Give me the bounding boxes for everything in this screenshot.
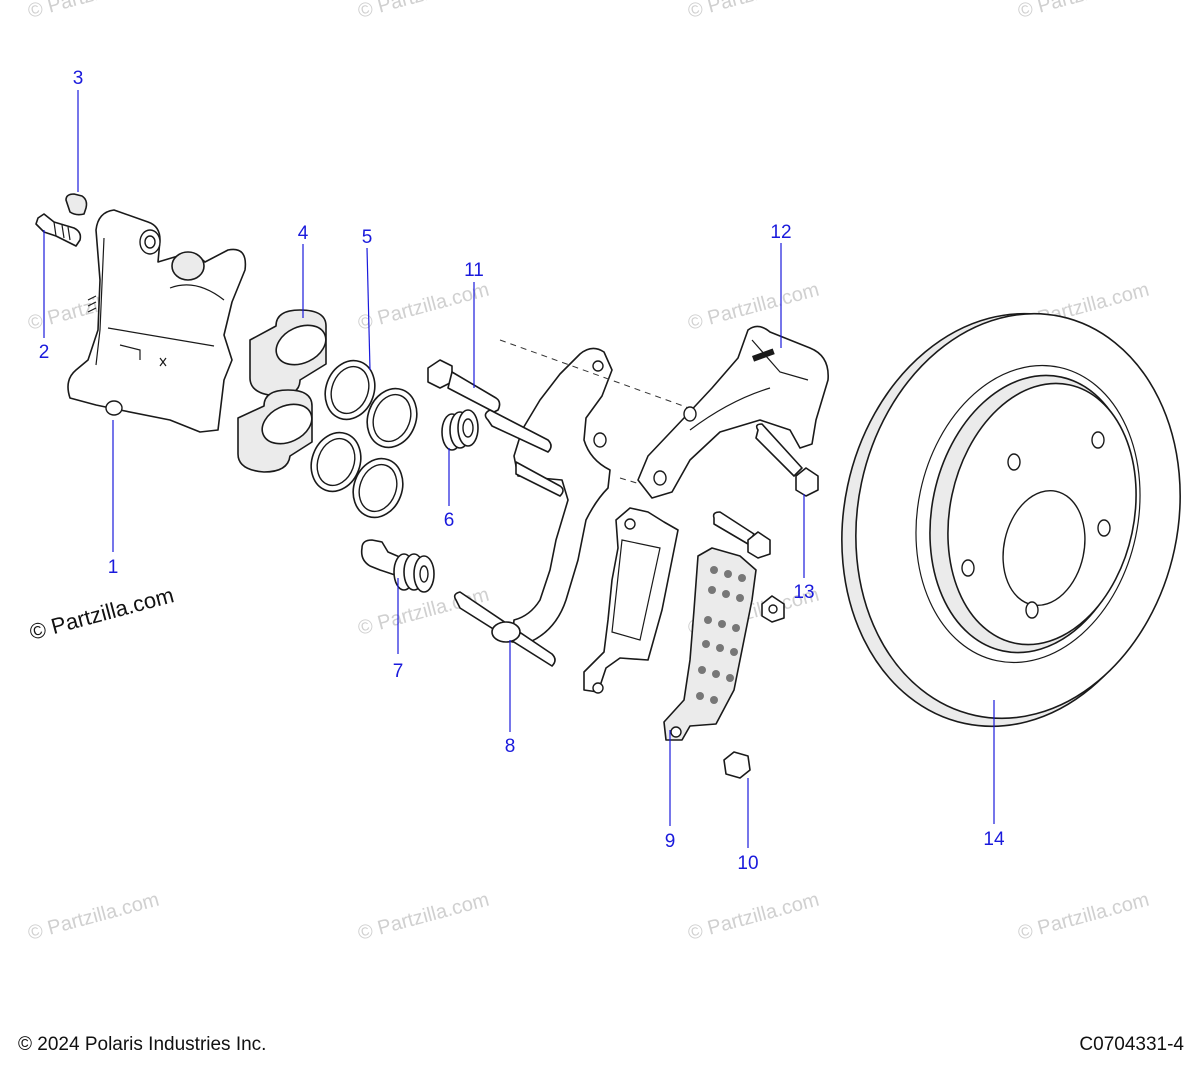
callout-7[interactable]: 7 xyxy=(393,661,404,682)
watermark-tile: © Partzilla.com xyxy=(686,0,822,23)
watermark-tile: © Partzilla.com xyxy=(356,889,492,945)
brake-rotor-drawing xyxy=(841,312,1181,728)
callout-4[interactable]: 4 xyxy=(298,223,309,244)
callout-13[interactable]: 13 xyxy=(793,582,814,603)
alignment-line xyxy=(499,339,701,413)
mounting-bolt-drawing xyxy=(427,359,501,413)
callout-2[interactable]: 2 xyxy=(39,342,50,363)
callout-14[interactable]: 14 xyxy=(983,829,1005,850)
pistons-drawing xyxy=(237,309,327,473)
watermark-tile: © Partzilla.com xyxy=(1016,889,1152,945)
piston-seals-drawing xyxy=(310,359,418,519)
callout-10[interactable]: 10 xyxy=(737,853,758,874)
bleeder-cap-drawing xyxy=(65,193,88,216)
mount-bracket-drawing xyxy=(637,325,829,499)
watermark-main: © Partzilla.com xyxy=(27,582,177,645)
watermark-tile: © Partzilla.com xyxy=(1016,0,1152,23)
caliper-body-drawing xyxy=(67,209,247,433)
guide-pin-boot-drawing xyxy=(360,539,435,593)
copyright-notice: © 2024 Polaris Industries Inc. xyxy=(18,1034,267,1055)
flange-nut-drawing xyxy=(723,751,751,779)
callout-9[interactable]: 9 xyxy=(665,831,676,852)
watermark-tile: © Partzilla.com xyxy=(686,889,822,945)
callouts: 1 2 3 4 5 6 7 8 9 10 11 12 13 14 xyxy=(39,68,1005,874)
callout-3[interactable]: 3 xyxy=(73,68,84,89)
callout-11[interactable]: 11 xyxy=(464,260,484,281)
watermark-tile: © Partzilla.com xyxy=(356,279,492,335)
leader-lines xyxy=(43,90,995,848)
callout-5[interactable]: 5 xyxy=(362,227,373,248)
watermark-tile: © Partzilla.com xyxy=(26,889,162,945)
brake-pads-drawing xyxy=(583,507,757,741)
callout-8[interactable]: 8 xyxy=(505,736,516,757)
caliper-bracket-drawing xyxy=(453,347,613,667)
pin-boot-drawing xyxy=(441,409,479,451)
drawing-id: C0704331-4 xyxy=(1079,1034,1184,1055)
bleeder-screw-drawing xyxy=(35,213,82,247)
watermark-tile: © Partzilla.com xyxy=(356,0,492,23)
leader-line-5 xyxy=(366,247,371,371)
watermark-tile: © Partzilla.com xyxy=(26,0,162,23)
callout-1[interactable]: 1 xyxy=(108,557,119,578)
callout-6[interactable]: 6 xyxy=(444,510,455,531)
callout-12[interactable]: 12 xyxy=(770,222,791,243)
bracket-bolts-drawing xyxy=(712,423,819,623)
